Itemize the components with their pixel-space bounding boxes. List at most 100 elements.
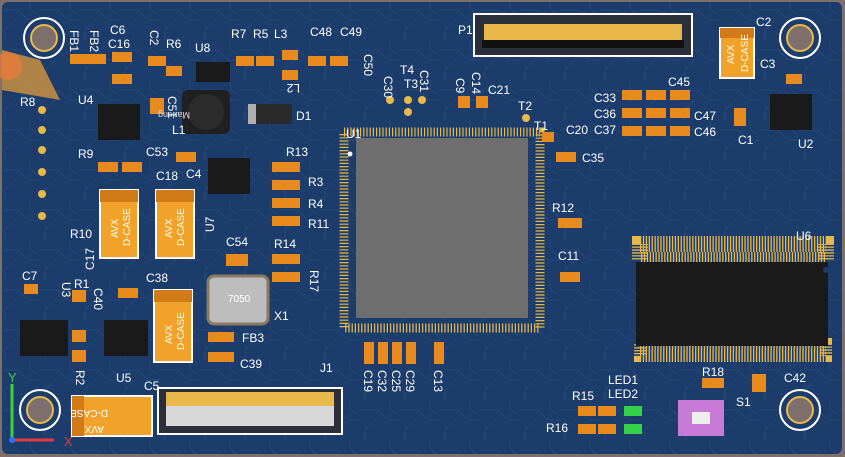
- label-u5: U5: [116, 371, 132, 385]
- testpoint-t2: [522, 114, 530, 122]
- ic-u6-pins-top: [632, 236, 834, 268]
- label-c49: C49: [340, 25, 362, 39]
- label-c31: C31: [417, 70, 431, 92]
- label-c38: C38: [146, 271, 168, 285]
- label-l1: L1: [172, 123, 186, 137]
- ic-u4: [98, 104, 140, 140]
- testpoint-t4: [404, 96, 412, 104]
- mounting-hole-bottom-right: [779, 389, 821, 431]
- label-t3: T3: [404, 77, 418, 91]
- mcu-pin1-dot: [347, 151, 353, 157]
- label-u2: U2: [798, 137, 814, 151]
- label-led2: LED2: [608, 387, 638, 401]
- label-c36: C36: [594, 107, 616, 121]
- crystal-marking: 7050: [228, 294, 251, 305]
- label-r2: R2: [73, 370, 87, 386]
- label-r4: R4: [308, 197, 324, 211]
- tantalum-c5-dcase: D-CASE: [70, 407, 108, 418]
- label-c39: C39: [240, 357, 262, 371]
- label-fb3: FB3: [242, 331, 264, 345]
- label-r11: R11: [308, 217, 329, 231]
- label-r14: R14: [274, 237, 296, 251]
- label-t4: T4: [400, 63, 414, 77]
- label-u7: U7: [203, 216, 217, 232]
- label-led1: LED1: [608, 373, 638, 387]
- label-c17: C17: [83, 248, 97, 270]
- tantalum-c38-dcase: D-CASE: [176, 312, 187, 350]
- tantalum-c2-dcase: D-CASE: [740, 34, 751, 72]
- tantalum-c18-avx: AVX: [164, 218, 175, 238]
- label-c5: C5: [144, 379, 160, 393]
- mounting-hole-top-right: [779, 17, 821, 59]
- label-c46: C46: [694, 125, 716, 139]
- silkscreen-labels: FB1 FB2 C6 C16 C2 R6 U8 R7 R5 L3 C48 C49…: [20, 15, 814, 435]
- tantalum-cap-c5: [71, 395, 153, 437]
- label-c47: C47: [694, 109, 716, 123]
- label-c42: C42: [784, 371, 806, 385]
- label-c6: C6: [110, 23, 126, 37]
- label-x1: X1: [274, 309, 289, 323]
- diode-d1: [248, 104, 292, 124]
- diode-d1-band: [248, 104, 256, 124]
- inductor-l1-core: [188, 94, 224, 130]
- label-r15: R15: [572, 389, 594, 403]
- tantalum-c18-dcase: D-CASE: [176, 208, 187, 246]
- label-r12: R12: [552, 201, 574, 215]
- label-c9: C9: [453, 78, 467, 94]
- led-led2: [624, 424, 642, 434]
- ic-u7: [208, 158, 250, 194]
- label-r18: R18: [702, 365, 724, 379]
- corner-glow: [0, 52, 22, 80]
- label-fb1: FB1: [67, 30, 81, 52]
- label-r10: R10: [70, 227, 92, 241]
- connector-p1-slot: [482, 40, 684, 48]
- pad-c31: [418, 96, 426, 104]
- crystal-x1: [206, 274, 270, 326]
- ic-u3: [20, 320, 68, 356]
- label-c48: C48: [310, 25, 332, 39]
- mounting-hole-top-left: [23, 17, 65, 59]
- label-r9: R9: [78, 147, 94, 161]
- label-c40: C40: [91, 288, 105, 310]
- label-u1: U1: [346, 127, 362, 141]
- mcu-pin-ring: [339, 127, 545, 333]
- connector-j1-pins: [166, 392, 334, 406]
- connector-j1-slot: [166, 406, 334, 426]
- connector-p1-pins: [484, 24, 682, 42]
- label-c33: C33: [594, 91, 616, 105]
- label-u8: U8: [195, 41, 211, 55]
- mcu-chip-u1: [356, 138, 528, 318]
- tantalum-cap-c17: [99, 189, 139, 259]
- label-c19: C19: [361, 370, 375, 392]
- label-c54: C54: [226, 235, 248, 249]
- label-c35: C35: [582, 151, 604, 165]
- label-c53: C53: [146, 145, 168, 159]
- label-r13: R13: [286, 145, 308, 159]
- label-c45: C45: [668, 75, 690, 89]
- pad-c30: [386, 96, 394, 104]
- label-c2: C2: [756, 15, 772, 29]
- label-c14: C14: [469, 72, 483, 94]
- label-c1: C1: [738, 133, 754, 147]
- label-c21: C21: [488, 83, 510, 97]
- label-t2: T2: [518, 99, 532, 113]
- label-u3: U3: [59, 282, 73, 298]
- header-pads-left: [38, 106, 46, 220]
- label-r3: R3: [308, 175, 324, 189]
- label-c37: C37: [594, 123, 616, 137]
- tantalum-cap-c38: [153, 289, 193, 363]
- tantalum-c17-avx: AVX: [110, 218, 121, 238]
- label-s1: S1: [736, 395, 751, 409]
- label-c11: C11: [558, 249, 579, 263]
- axis-x-label: X: [64, 434, 73, 449]
- label-c32: C32: [375, 370, 389, 392]
- label-l2: L2: [286, 81, 300, 95]
- label-c2a: C2: [147, 30, 161, 46]
- label-c18: C18: [156, 169, 178, 183]
- label-c29: C29: [403, 370, 417, 392]
- ic-u5: [104, 320, 148, 356]
- label-t1: T1: [534, 119, 548, 133]
- label-c3: C3: [760, 57, 776, 71]
- label-c16: C16: [108, 37, 130, 51]
